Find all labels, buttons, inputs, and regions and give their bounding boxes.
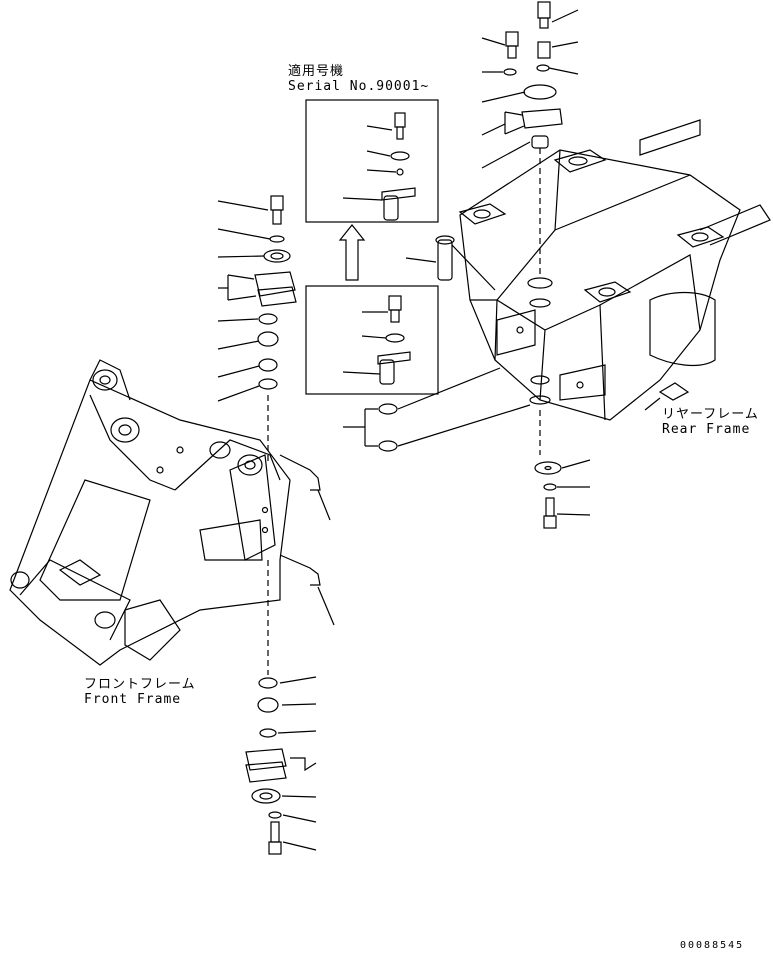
serial-note-jp: 適用号機 [288,64,345,79]
serial-note-en: Serial No.90001~ [288,79,430,94]
front-frame-drawing [9,359,291,666]
upgrade-arrow [338,224,366,281]
upper-right-parts-stack [405,1,579,455]
upper-left-parts-stack [217,195,297,465]
lower-left-parts-stack [245,454,335,855]
serial-number-note: 適用号機 Serial No.90001~ [288,64,429,94]
serial-inset-lower [305,285,439,395]
rear-frame-label: リヤーフレーム Rear Frame [662,407,759,437]
drawing-number: 00088545 [680,940,745,951]
serial-inset-upper [305,99,439,223]
front-frame-label-jp: フロントフレーム [84,677,196,692]
rear-frame-drawing [458,119,771,421]
rear-frame-label-jp: リヤーフレーム [662,407,759,422]
front-frame-label: フロントフレーム Front Frame [84,677,196,707]
rear-frame-label-en: Rear Frame [662,422,751,437]
lower-right-parts-stack [343,367,690,529]
front-frame-label-en: Front Frame [84,692,182,707]
